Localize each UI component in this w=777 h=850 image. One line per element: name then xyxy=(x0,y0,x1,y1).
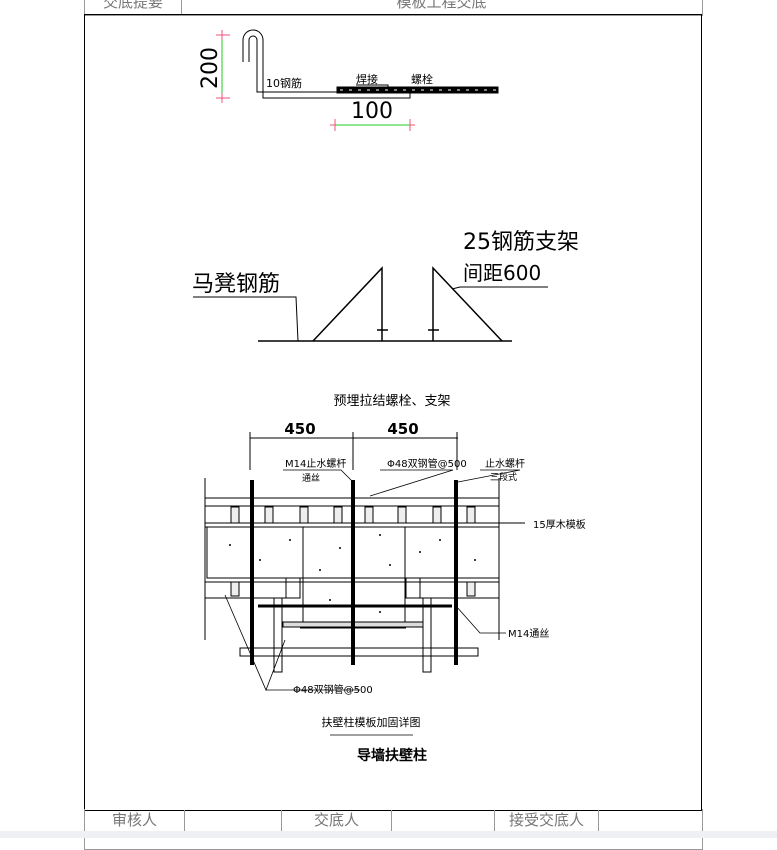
waterstop-label: 止水螺杆 xyxy=(485,458,525,470)
receiver-label: 接受交底人 xyxy=(508,811,584,829)
dim-left-450: 450 xyxy=(284,420,315,438)
reviewer-label: 审核人 xyxy=(111,811,157,829)
header-divider xyxy=(181,0,182,14)
support-label: 25钢筋支架 xyxy=(463,230,579,255)
footer-divider xyxy=(598,810,599,831)
footer-divider xyxy=(281,810,282,831)
header-summary-label: 交底提要 xyxy=(102,0,163,11)
spacing-label: 间距600 xyxy=(463,261,541,285)
rebar-label: 10钢筋 xyxy=(266,76,302,90)
discloser-value[interactable] xyxy=(392,811,494,829)
receiver-value[interactable] xyxy=(599,811,701,829)
m14-thru-label: M14通丝 xyxy=(508,628,549,640)
pipe-label-top: Φ48双钢管@500 xyxy=(387,457,467,470)
content-frame xyxy=(84,14,702,811)
m14-bolt-label: M14止水螺杆 xyxy=(285,458,346,470)
header-row xyxy=(84,0,703,16)
concrete-dots xyxy=(229,534,476,613)
footer-divider xyxy=(494,810,495,831)
waterstop-sub: 三段式 xyxy=(490,471,517,483)
discloser-label: 交底人 xyxy=(313,811,359,829)
weld-label: 焊接 xyxy=(356,72,378,86)
detail-caption: 扶壁柱模板加固详图 xyxy=(322,715,421,729)
embed-title: 预埋拉结螺栓、支架 xyxy=(333,394,450,409)
bolt-label: 螺栓 xyxy=(411,72,433,86)
footer-divider xyxy=(391,810,392,831)
stool-rebar-drawing xyxy=(193,266,548,342)
dim-right-450: 450 xyxy=(387,420,418,438)
stool-label: 马凳钢筋 xyxy=(192,272,280,297)
drawing-caption: 导墙扶壁柱 xyxy=(357,747,427,764)
dim-width-100: 100 xyxy=(351,99,393,124)
pipe-label-bottom: Φ48双钢管@500 xyxy=(293,683,373,696)
viewer-bottom-bar xyxy=(0,831,777,838)
formwork-detail-drawing xyxy=(204,432,525,736)
header-title: 模板工程交底 xyxy=(396,0,487,11)
hook-rebar-drawing xyxy=(216,29,499,131)
reviewer-value[interactable] xyxy=(185,811,281,829)
board-label: 15厚木模板 xyxy=(533,518,586,531)
m14-bolt-sub: 通丝 xyxy=(302,472,320,484)
dim-height-200: 200 xyxy=(198,47,223,89)
footer-divider xyxy=(184,810,185,831)
